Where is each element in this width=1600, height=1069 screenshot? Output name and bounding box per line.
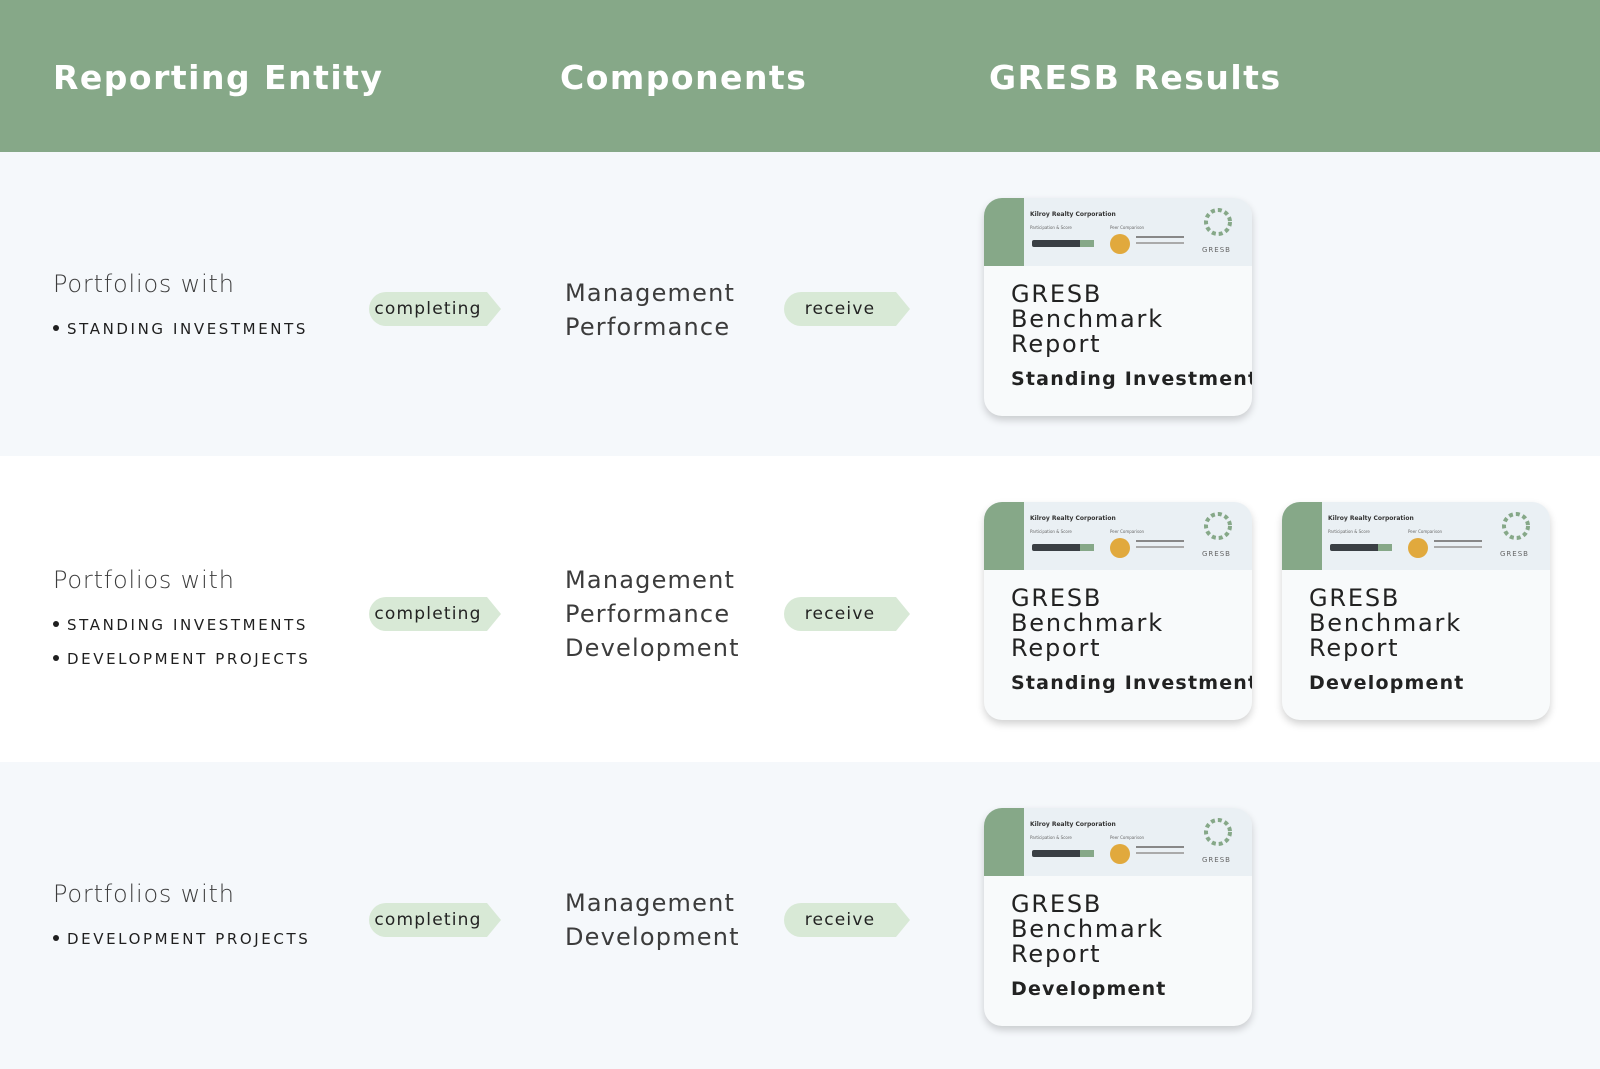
bullet-dot xyxy=(53,324,59,331)
portfolios-label: Portfolios with xyxy=(53,566,235,594)
bullet-text: STANDING INVESTMENTS xyxy=(67,616,308,634)
thumbnail-sub-right: Peer Comparison xyxy=(1110,835,1145,840)
components-list: Management Performance Development xyxy=(565,563,740,665)
rank-medal-icon xyxy=(1110,234,1130,254)
receive-arrow-tag: receive xyxy=(784,292,910,326)
receive-arrow-tag: receive xyxy=(784,903,910,937)
gresb-logo-text: GRESB xyxy=(1202,856,1231,864)
completing-arrow-tag: completing xyxy=(369,903,501,937)
report-title: GRESB Benchmark Report xyxy=(1011,584,1164,662)
components-list: Management Development xyxy=(565,886,740,954)
rank-medal-icon xyxy=(1110,538,1130,558)
thumbnail-sub-right: Peer Comparison xyxy=(1110,225,1145,230)
component-item: Performance xyxy=(565,600,731,628)
report-kind: Standing Investments xyxy=(1011,368,1252,390)
peer-text-line xyxy=(1434,540,1482,542)
table-header: Reporting Entity Components GRESB Result… xyxy=(0,0,1600,152)
row-development-projects: Portfolios with DEVELOPMENT PROJECTS com… xyxy=(0,762,1600,1069)
thumbnail-corp-name: Kilroy Realty Corporation xyxy=(1328,515,1414,522)
gresb-logo-text: GRESB xyxy=(1202,550,1231,558)
component-item: Management xyxy=(565,566,736,594)
component-item: Management xyxy=(565,279,736,307)
score-bar xyxy=(1032,544,1094,551)
gresb-logo-text: GRESB xyxy=(1202,246,1231,254)
report-kind: Development xyxy=(1011,978,1167,1000)
thumbnail-sub-left: Participation & Score xyxy=(1328,529,1370,534)
score-bar xyxy=(1330,544,1392,551)
score-bar xyxy=(1032,850,1094,857)
receive-arrow-tag: receive xyxy=(784,597,910,631)
thumbnail-sub-left: Participation & Score xyxy=(1030,529,1072,534)
peer-text-line xyxy=(1136,852,1184,854)
report-title: GRESB Benchmark Report xyxy=(1011,280,1164,358)
gresb-logo-text: GRESB xyxy=(1500,550,1529,558)
bullet-item: STANDING INVESTMENTS xyxy=(53,320,308,338)
report-title: GRESB Benchmark Report xyxy=(1309,584,1462,662)
gresb-ring-icon xyxy=(1204,818,1232,846)
bullet-dot xyxy=(53,620,59,627)
peer-text-line xyxy=(1136,540,1184,542)
row-standing-and-development: Portfolios with STANDING INVESTMENTS DEV… xyxy=(0,456,1600,762)
peer-text-line xyxy=(1136,546,1184,548)
report-title: GRESB Benchmark Report xyxy=(1011,890,1164,968)
bullet-dot xyxy=(53,934,59,941)
report-card[interactable]: Kilroy Realty Corporation Participation … xyxy=(1282,502,1550,720)
report-thumbnail: Kilroy Realty Corporation Participation … xyxy=(984,502,1252,570)
thumbnail-stripe xyxy=(1282,502,1322,570)
component-item: Development xyxy=(565,923,740,951)
score-bar xyxy=(1032,240,1094,247)
score-bar-fill xyxy=(1080,850,1094,857)
report-kind: Standing Investments xyxy=(1011,672,1252,694)
thumbnail-stripe xyxy=(984,502,1024,570)
thumbnail-corp-name: Kilroy Realty Corporation xyxy=(1030,515,1116,522)
report-thumbnail: Kilroy Realty Corporation Participation … xyxy=(1282,502,1550,570)
thumbnail-corp-name: Kilroy Realty Corporation xyxy=(1030,821,1116,828)
peer-text-line xyxy=(1136,236,1184,238)
report-thumbnail: Kilroy Realty Corporation Participation … xyxy=(984,198,1252,266)
component-item: Performance xyxy=(565,313,731,341)
report-card[interactable]: Kilroy Realty Corporation Participation … xyxy=(984,808,1252,1026)
bullet-item: STANDING INVESTMENTS xyxy=(53,616,308,634)
report-card[interactable]: Kilroy Realty Corporation Participation … xyxy=(984,502,1252,720)
header-reporting-entity: Reporting Entity xyxy=(53,58,384,97)
completing-arrow-tag: completing xyxy=(369,597,501,631)
bullet-text: STANDING INVESTMENTS xyxy=(67,320,308,338)
thumbnail-sub-left: Participation & Score xyxy=(1030,835,1072,840)
component-item: Development xyxy=(565,634,740,662)
bullet-dot xyxy=(53,654,59,661)
portfolios-label: Portfolios with xyxy=(53,270,235,298)
report-kind: Development xyxy=(1309,672,1465,694)
thumbnail-stripe xyxy=(984,808,1024,876)
header-components: Components xyxy=(560,58,808,97)
gresb-ring-icon xyxy=(1502,512,1530,540)
component-item: Management xyxy=(565,889,736,917)
rank-medal-icon xyxy=(1408,538,1428,558)
peer-text-line xyxy=(1136,242,1184,244)
score-bar-fill xyxy=(1080,544,1094,551)
thumbnail-stripe xyxy=(984,198,1024,266)
header-gresb-results: GRESB Results xyxy=(989,58,1282,97)
bullet-text: DEVELOPMENT PROJECTS xyxy=(67,930,311,948)
report-card[interactable]: Kilroy Realty Corporation Participation … xyxy=(984,198,1252,416)
thumbnail-sub-right: Peer Comparison xyxy=(1110,529,1145,534)
completing-arrow-tag: completing xyxy=(369,292,501,326)
bullet-item: DEVELOPMENT PROJECTS xyxy=(53,650,310,668)
score-bar-fill xyxy=(1080,240,1094,247)
peer-text-line xyxy=(1434,546,1482,548)
peer-text-line xyxy=(1136,846,1184,848)
components-list: Management Performance xyxy=(565,276,735,344)
rank-medal-icon xyxy=(1110,844,1130,864)
bullet-item: DEVELOPMENT PROJECTS xyxy=(53,930,310,948)
portfolios-label: Portfolios with xyxy=(53,880,235,908)
thumbnail-sub-left: Participation & Score xyxy=(1030,225,1072,230)
bullet-text: DEVELOPMENT PROJECTS xyxy=(67,650,311,668)
score-bar-fill xyxy=(1378,544,1392,551)
thumbnail-corp-name: Kilroy Realty Corporation xyxy=(1030,211,1116,218)
report-thumbnail: Kilroy Realty Corporation Participation … xyxy=(984,808,1252,876)
gresb-ring-icon xyxy=(1204,208,1232,236)
gresb-ring-icon xyxy=(1204,512,1232,540)
row-standing-investments: Portfolios with STANDING INVESTMENTS com… xyxy=(0,152,1600,456)
thumbnail-sub-right: Peer Comparison xyxy=(1408,529,1443,534)
